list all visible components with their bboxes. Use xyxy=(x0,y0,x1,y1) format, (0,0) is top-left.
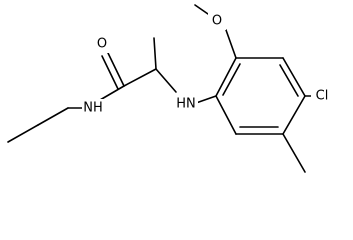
methoxy-oxygen-label: O xyxy=(208,12,226,30)
bonds xyxy=(7,4,314,173)
bond-ring-methyl xyxy=(282,133,306,173)
bond-alpha-amine xyxy=(155,68,177,93)
bond-alpha-methyl xyxy=(153,37,157,70)
svg-text:HN: HN xyxy=(176,97,196,112)
atom-labels: O NH HN O Cl xyxy=(82,12,333,117)
bond-carbonyl-alpha xyxy=(123,68,157,87)
ring-bond-6 xyxy=(215,95,237,135)
amide-nitrogen-label: NH xyxy=(82,99,104,117)
bond-carbonyl-o-1 xyxy=(107,52,125,87)
amine-nitrogen-label: HN xyxy=(174,95,198,113)
svg-text:O: O xyxy=(97,37,107,52)
chlorine-label: Cl xyxy=(311,87,333,105)
ring-bond-1 xyxy=(215,57,237,97)
ring-bond-4 xyxy=(282,95,306,135)
bond-ring-methoxy-o xyxy=(225,29,237,59)
bond-methoxy-o-c xyxy=(194,4,209,15)
svg-text:NH: NH xyxy=(83,101,103,116)
ring-bond-1-inner xyxy=(222,63,241,96)
bond-propyl-c3-c2 xyxy=(7,124,39,143)
chemical-structure: O NH HN O Cl xyxy=(7,4,333,173)
svg-text:Cl: Cl xyxy=(316,89,329,104)
bond-amine-ring xyxy=(195,95,217,104)
bond-propyl-c2-c1 xyxy=(37,107,69,126)
ring-bond-3 xyxy=(282,57,306,97)
ring-bond-3-inner xyxy=(279,64,299,97)
svg-text:O: O xyxy=(212,14,222,29)
bond-carbonyl-o-2 xyxy=(101,55,119,90)
carbonyl-oxygen-label: O xyxy=(94,35,112,53)
bond-n-carbonyl xyxy=(99,85,125,101)
